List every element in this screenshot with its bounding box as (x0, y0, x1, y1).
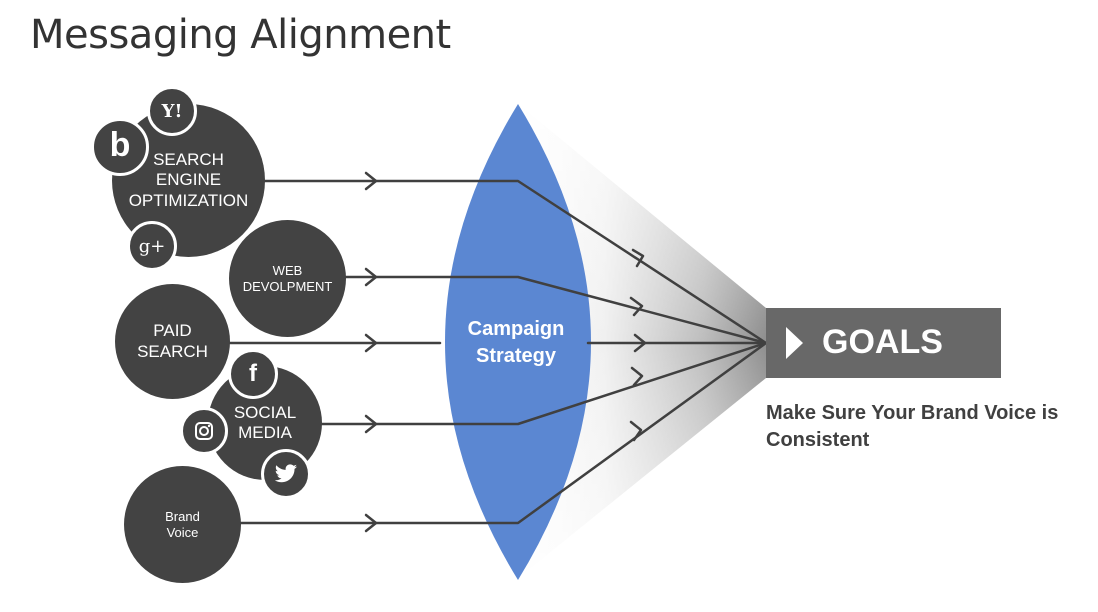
facebook-icon: f (228, 349, 278, 399)
twitter-icon (261, 449, 311, 499)
paid-search-circle: PAID SEARCH (115, 284, 230, 399)
campaign-strategy-label: Campaign Strategy (467, 318, 565, 367)
campaign-strategy-lens (445, 104, 591, 580)
flow-line-seo (263, 171, 768, 345)
brand-voice-circle: Brand Voice (124, 466, 241, 583)
google-plus-icon: g+ (127, 221, 177, 271)
flow-line-web (343, 267, 768, 345)
page-title: Messaging Alignment (30, 12, 451, 58)
brand-voice-label: Brand Voice (165, 508, 200, 540)
yahoo-icon: Y! (147, 86, 197, 136)
seo-label: SEARCH ENGINE OPTIMIZATION (128, 149, 249, 210)
goals-label: GOALS (822, 323, 943, 361)
social-media-label: SOCIAL MEDIA (233, 402, 297, 442)
goals-box: GOALS (766, 308, 1001, 378)
web-development-label: WEB DEVOLPMENT (242, 262, 333, 294)
brand-voice-note: Make Sure Your Brand Voice is Consistent (766, 402, 1059, 451)
flow-line-social (320, 341, 768, 434)
bing-icon: b (91, 118, 149, 176)
play-triangle-icon (786, 327, 803, 359)
paid-search-label: PAID SEARCH (137, 321, 208, 361)
flow-line-brand (238, 341, 768, 533)
web-development-circle: WEB DEVOLPMENT (229, 220, 346, 337)
flow-line-paid (228, 333, 768, 353)
instagram-icon (180, 407, 228, 455)
